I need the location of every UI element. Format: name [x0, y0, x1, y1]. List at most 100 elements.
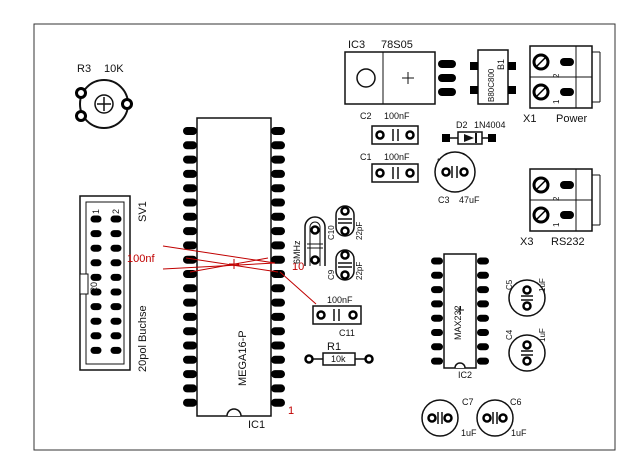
- ic1-pad: [183, 169, 197, 178]
- ic1-pad: [183, 127, 197, 135]
- ic2-pad: [431, 343, 443, 351]
- c11-capacitor: 100nF C11: [312, 295, 362, 338]
- ic2-pad: [431, 357, 443, 365]
- sv1-pin1: 1: [91, 209, 101, 214]
- ic3-value: 78S05: [381, 39, 413, 51]
- ic1-pad: [271, 284, 285, 293]
- ic1-pad: [271, 141, 285, 150]
- c7-electrolytic: C7 1uF: [421, 397, 477, 438]
- ic1-pad: [271, 155, 285, 164]
- sv1-pad: [90, 259, 102, 267]
- ic1-pad: [183, 184, 197, 193]
- c10-value: 22pF: [355, 222, 364, 240]
- sv1-pad: [90, 288, 102, 296]
- ic1-pad: [271, 398, 285, 407]
- ic1-pad: [271, 227, 285, 236]
- ic1-pad: [271, 184, 285, 193]
- c3-ref: C3: [438, 195, 450, 205]
- ic2-name: MAX232: [453, 305, 463, 340]
- c1-capacitor: C1 100nF: [360, 152, 419, 183]
- ic2-pad: [477, 286, 489, 294]
- b1-value: B80C800: [487, 68, 496, 102]
- sv1-pad: [110, 288, 122, 296]
- sv1-pad: [90, 273, 102, 281]
- r1-value: 10k: [331, 354, 346, 364]
- ic2-pad: [477, 329, 489, 336]
- ic2-pad: [477, 357, 489, 365]
- x3-name: RS232: [551, 236, 585, 248]
- ic1-pad: [183, 312, 197, 321]
- ic2-pad: [431, 300, 443, 308]
- ic1-pad: [271, 241, 285, 250]
- ic1-pad: [271, 255, 285, 264]
- x3-pin1: 1: [552, 222, 561, 227]
- ic1-pad: [271, 327, 285, 336]
- c2-value: 100nF: [384, 111, 410, 121]
- ic1-name: MEGA16-P: [237, 330, 249, 386]
- ic1-pad: [183, 327, 197, 336]
- c9-value: 22pF: [355, 262, 364, 280]
- ic1-pad: [271, 298, 285, 307]
- ic1-pad: [183, 227, 197, 236]
- c5-ref: C5: [505, 279, 514, 290]
- ic2-max232: MAX232 IC2: [431, 253, 489, 380]
- board-outline: [33, 23, 616, 451]
- c11-ref: C11: [339, 328, 355, 338]
- c5-electrolytic: C5 1uF: [505, 278, 547, 317]
- svg-text:*: *: [437, 157, 440, 166]
- ic1-pad: [271, 384, 285, 393]
- sv1-pad: [90, 215, 102, 223]
- crystal-value: 6MHz: [292, 240, 302, 264]
- sv1-pad: [110, 244, 122, 252]
- sv1-pad: [90, 244, 102, 252]
- sv1-pad: [110, 259, 122, 267]
- x1-pin1: 1: [552, 99, 561, 104]
- sv1-pad: [90, 303, 102, 311]
- ic1-pad: [271, 370, 285, 379]
- ic1-pad: [183, 355, 197, 364]
- c7-ref: C7: [462, 397, 474, 407]
- r3-value: 10K: [104, 63, 124, 75]
- c1-ref: C1: [360, 152, 372, 162]
- sv1-pad: [110, 346, 122, 354]
- x1-pin2: 2: [552, 73, 561, 78]
- ic2-pad: [477, 271, 489, 279]
- ic1-pad: [271, 270, 285, 278]
- ic2-pad: [477, 300, 489, 308]
- sv1-ref: SV1: [137, 201, 149, 222]
- ic2-pad: [477, 257, 489, 265]
- ic1-pad: [271, 341, 285, 350]
- sv1-pads: [90, 215, 122, 354]
- c4-ref: C4: [505, 329, 514, 340]
- sv1-header: 1 2 20 SV1 20pol Buchse: [79, 195, 149, 372]
- sv1-pad: [90, 332, 102, 340]
- c6-value: 1uF: [511, 428, 527, 438]
- sv1-pad: [90, 346, 102, 354]
- r1-ref: R1: [327, 341, 341, 353]
- ic3-regulator: IC3 78S05: [344, 39, 456, 105]
- sv1-pad: [110, 317, 122, 325]
- x1-terminal: 2 1 X1 Power: [523, 45, 601, 125]
- c5-value: 1uF: [538, 278, 547, 292]
- x3-pin2: 2: [552, 196, 561, 201]
- c9-ref: C9: [327, 269, 336, 280]
- sv1-pad: [110, 332, 122, 340]
- r3-ref: R3: [77, 63, 91, 75]
- ic1-pad: [271, 312, 285, 321]
- c2-ref: C2: [360, 111, 372, 121]
- c9-capacitor: C9 22pF: [327, 249, 364, 281]
- sv1-pad: [110, 215, 122, 223]
- ic1-mega16: MEGA16-P IC1 1 10: [183, 117, 304, 431]
- ic1-pad: [183, 384, 197, 393]
- ic2-pads: [431, 257, 489, 365]
- ic1-pad: [271, 198, 285, 207]
- ic1-pad: [271, 127, 285, 135]
- x1-name: Power: [556, 113, 588, 125]
- ic2-pad: [431, 271, 443, 279]
- sv1-pad: [90, 317, 102, 325]
- ic1-pad: [183, 398, 197, 407]
- ic1-pin1: 1: [288, 405, 294, 417]
- x1-ref: X1: [523, 113, 536, 125]
- c11-value: 100nF: [327, 295, 353, 305]
